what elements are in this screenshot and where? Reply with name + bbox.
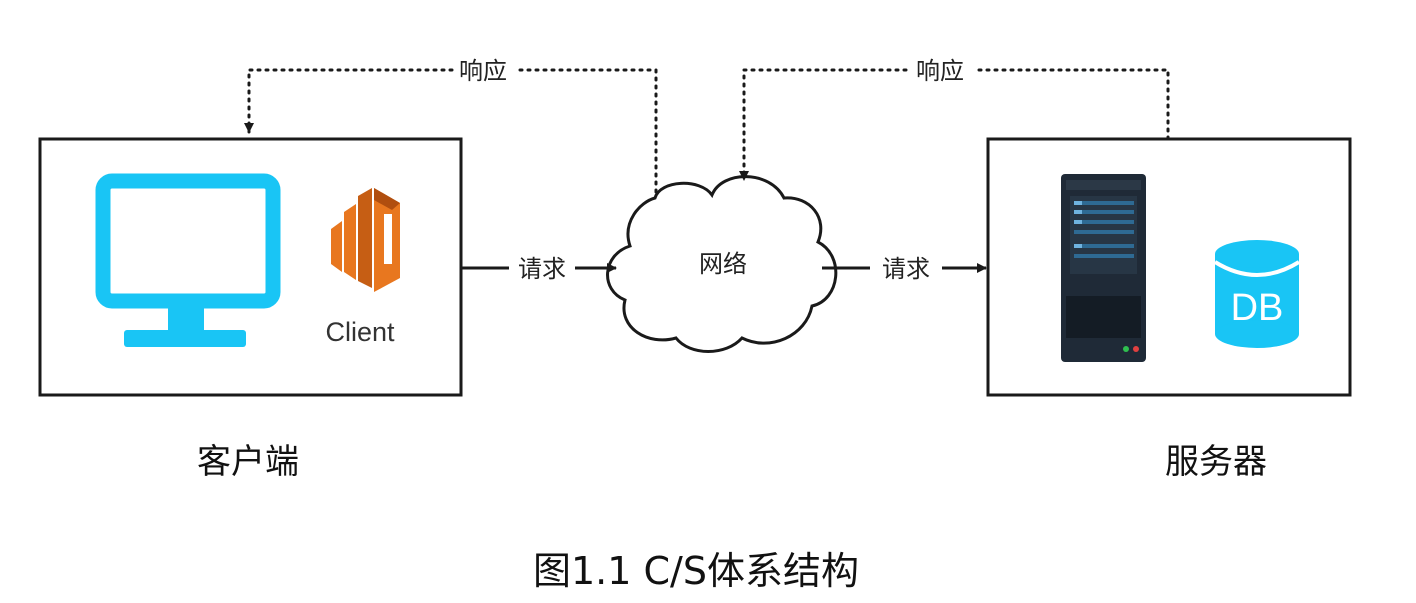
- request-label-right: 请求: [882, 255, 930, 283]
- response-arrow-right: [744, 68, 1170, 180]
- server-caption: 服务器: [1165, 442, 1267, 482]
- figure-title: 图1.1 C/S体系结构: [533, 549, 859, 593]
- client-caption: 客户端: [197, 442, 299, 482]
- request-label-left: 请求: [518, 255, 566, 283]
- client-logo-icon: [331, 188, 400, 292]
- monitor-icon: [95, 173, 281, 347]
- network-label: 网络: [699, 250, 747, 278]
- response-arrow-left: [249, 68, 658, 194]
- client-app-label: Client: [325, 317, 395, 347]
- response-label-left: 响应: [459, 57, 507, 85]
- server-rack-icon: [1061, 174, 1146, 362]
- db-label: DB: [1231, 287, 1284, 329]
- response-label-right: 响应: [916, 57, 964, 85]
- database-icon: [1213, 240, 1301, 348]
